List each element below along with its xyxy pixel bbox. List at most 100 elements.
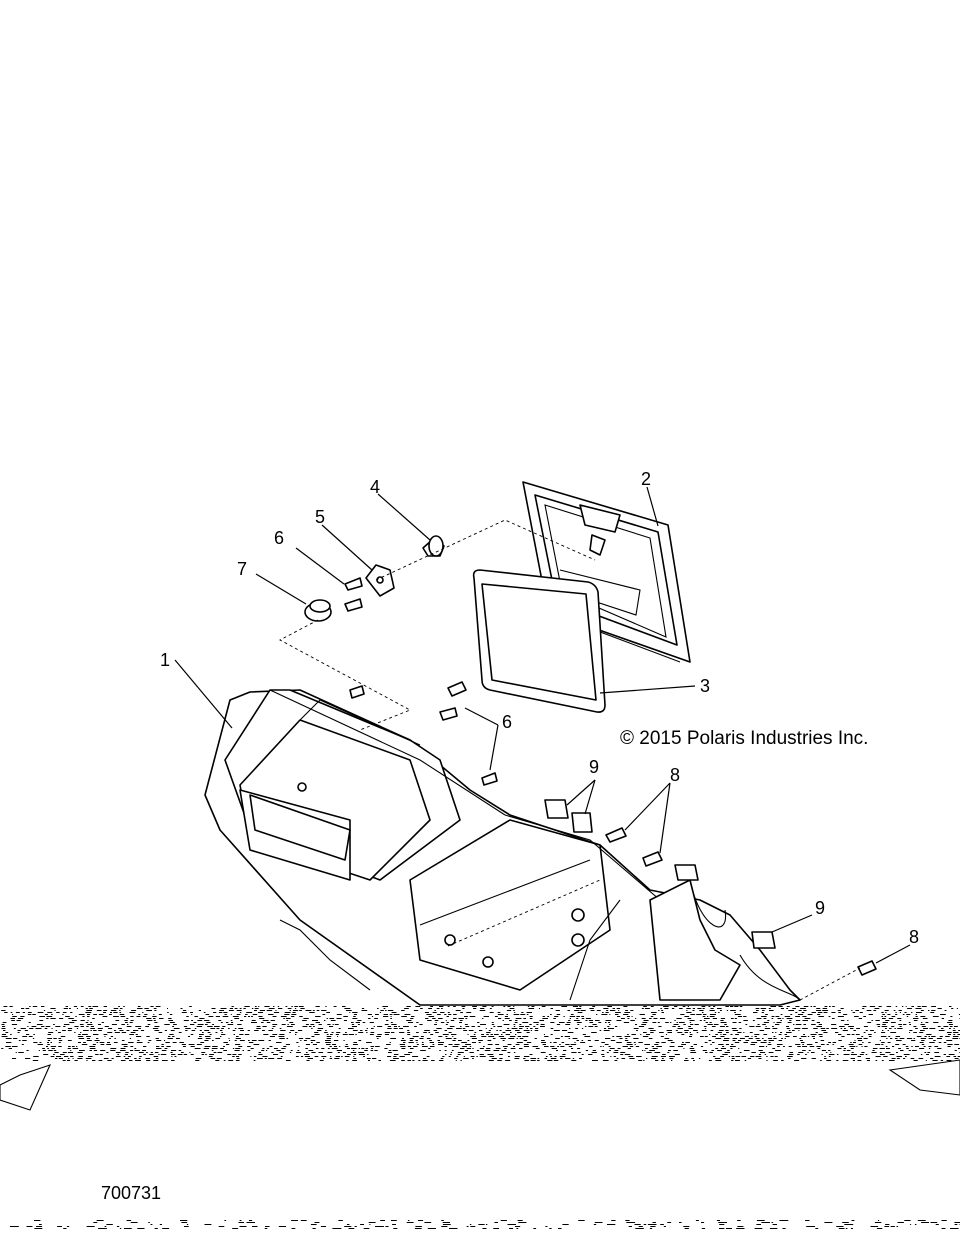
noise-speck xyxy=(441,1220,444,1221)
noise-speck xyxy=(465,1044,471,1045)
noise-speck xyxy=(218,1012,223,1013)
noise-speck xyxy=(871,1020,873,1021)
callout-7: 7 xyxy=(237,559,247,579)
noise-speck xyxy=(499,1058,503,1059)
noise-speck xyxy=(444,1030,447,1031)
noise-speck xyxy=(770,1006,776,1007)
noise-speck xyxy=(762,1024,766,1025)
noise-speck xyxy=(851,1034,855,1035)
noise-speck xyxy=(285,1006,288,1007)
noise-speck xyxy=(181,1222,188,1223)
noise-speck xyxy=(561,1006,568,1007)
noise-speck xyxy=(852,1012,856,1013)
noise-speck xyxy=(428,1048,431,1049)
noise-speck xyxy=(857,1040,863,1041)
noise-speck xyxy=(646,1058,648,1059)
noise-speck xyxy=(638,1042,643,1043)
noise-speck xyxy=(80,1020,85,1021)
noise-speck xyxy=(561,1042,565,1043)
noise-speck xyxy=(523,1046,530,1047)
noise-speck xyxy=(734,1012,736,1013)
noise-speck xyxy=(780,1008,784,1009)
noise-speck xyxy=(671,1060,673,1061)
noise-speck xyxy=(438,1018,443,1019)
noise-speck xyxy=(502,1040,505,1041)
noise-speck xyxy=(108,1028,113,1029)
noise-speck xyxy=(634,1044,636,1045)
noise-speck xyxy=(934,1056,941,1057)
noise-speck xyxy=(262,1020,269,1021)
noise-speck xyxy=(704,1036,708,1037)
noise-speck xyxy=(519,1038,524,1039)
noise-speck xyxy=(529,1016,533,1017)
noise-speck xyxy=(80,1006,84,1007)
noise-speck xyxy=(182,1010,187,1011)
noise-speck xyxy=(419,1038,424,1039)
noise-speck xyxy=(489,1008,492,1009)
noise-speck xyxy=(393,1056,397,1057)
noise-speck xyxy=(113,1012,118,1013)
noise-speck xyxy=(467,1040,470,1041)
noise-speck xyxy=(946,1032,952,1033)
noise-speck xyxy=(154,1022,158,1023)
noise-speck xyxy=(690,1046,693,1047)
noise-speck xyxy=(495,1044,500,1045)
noise-speck xyxy=(337,1036,339,1037)
noise-speck xyxy=(911,1040,916,1041)
noise-speck xyxy=(204,1030,210,1031)
noise-speck xyxy=(212,1024,214,1025)
noise-speck xyxy=(645,1048,648,1049)
noise-speck xyxy=(75,1016,77,1017)
noise-speck xyxy=(589,1022,594,1023)
noise-speck xyxy=(250,1048,254,1049)
noise-speck xyxy=(657,1022,660,1023)
noise-speck xyxy=(550,1034,553,1035)
noise-speck xyxy=(307,1058,313,1059)
noise-speck xyxy=(199,1030,202,1031)
noise-speck xyxy=(625,1220,630,1221)
noise-speck xyxy=(772,1224,777,1225)
noise-speck xyxy=(258,1054,263,1055)
noise-speck xyxy=(661,1060,666,1061)
noise-speck xyxy=(699,1020,702,1021)
noise-speck xyxy=(686,1010,688,1011)
noise-speck xyxy=(635,1024,637,1025)
noise-speck xyxy=(718,1012,720,1013)
noise-speck xyxy=(464,1050,468,1051)
noise-speck xyxy=(223,1046,225,1047)
noise-speck xyxy=(878,1006,882,1007)
noise-speck xyxy=(806,1044,813,1045)
noise-speck xyxy=(326,1038,332,1039)
noise-speck xyxy=(106,1052,109,1053)
noise-speck xyxy=(664,1038,670,1039)
noise-speck xyxy=(93,1034,99,1035)
noise-speck xyxy=(819,1036,823,1037)
noise-speck xyxy=(164,1040,166,1041)
noise-speck xyxy=(842,1030,848,1031)
noise-speck xyxy=(855,1034,860,1035)
noise-speck xyxy=(720,1034,722,1035)
noise-speck xyxy=(90,1026,94,1027)
noise-speck xyxy=(582,1034,586,1035)
noise-speck xyxy=(628,1056,634,1057)
noise-speck xyxy=(605,1020,612,1021)
noise-speck xyxy=(704,1028,707,1029)
noise-speck xyxy=(278,1008,283,1009)
noise-speck xyxy=(588,1054,593,1055)
noise-speck xyxy=(757,1024,760,1025)
noise-speck xyxy=(194,1028,197,1029)
noise-speck xyxy=(480,1008,485,1009)
noise-speck xyxy=(627,1018,630,1019)
noise-speck xyxy=(541,1040,545,1041)
noise-speck xyxy=(689,1022,692,1023)
noise-speck xyxy=(953,1056,957,1057)
noise-speck xyxy=(553,1018,556,1019)
noise-speck xyxy=(493,1050,500,1051)
noise-speck xyxy=(600,1046,602,1047)
noise-speck xyxy=(626,1222,636,1223)
noise-speck xyxy=(106,1044,111,1045)
noise-speck xyxy=(608,1050,611,1051)
noise-speck xyxy=(625,1010,628,1011)
noise-speck xyxy=(486,1048,491,1049)
noise-speck xyxy=(767,1020,770,1021)
